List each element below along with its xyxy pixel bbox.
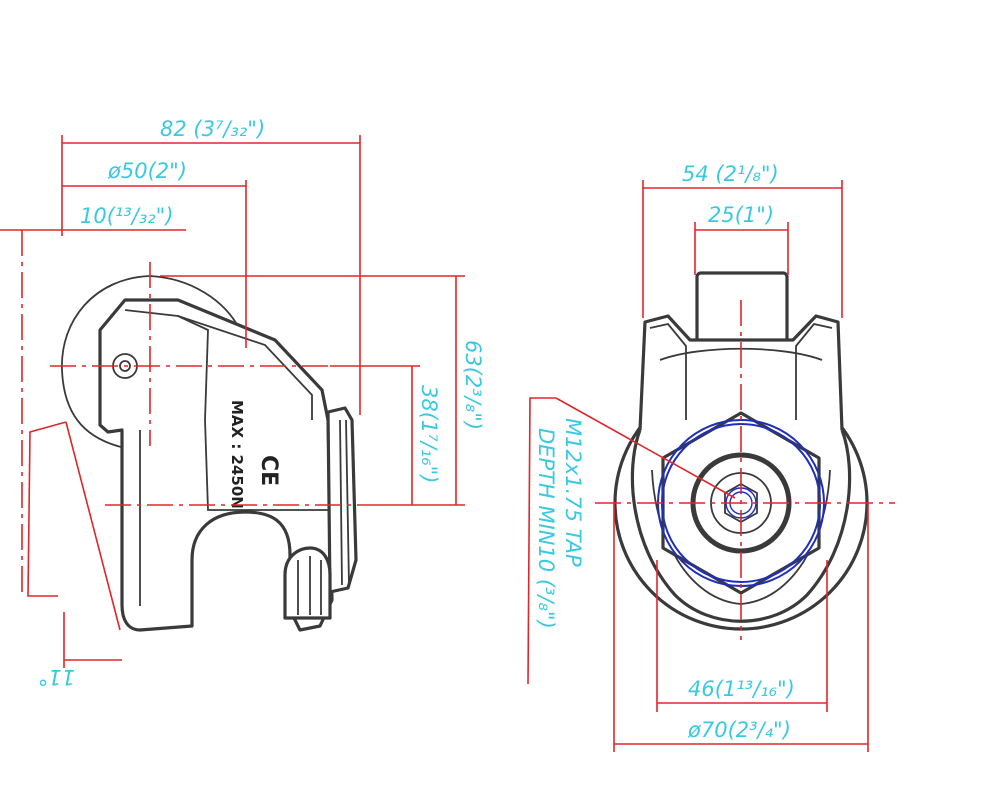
dim-38-label: 38(1⁷/₁₆") bbox=[417, 385, 441, 483]
dim-70-label: ø70(2³/₄") bbox=[687, 718, 791, 742]
dim-11-angle-line bbox=[65, 421, 121, 631]
dim-11-leader bbox=[27, 421, 67, 597]
dim-46-label: 46(1¹³/₁₆") bbox=[688, 677, 795, 701]
side-pivot-inner bbox=[119, 360, 131, 372]
dim-82-label: 82 (3⁷/₃₂") bbox=[160, 117, 265, 141]
tap-label-line1: M12x1.75 TAP bbox=[561, 418, 585, 567]
load-marking: MAX : 2450N bbox=[228, 400, 246, 509]
side-ball-outline bbox=[61, 275, 151, 449]
dim-54-label: 54 (2¹/₈") bbox=[682, 162, 779, 186]
front-view: 54 (2¹/₈") 25(1") 46(1¹³/₁₆") ø70(2³/₄")… bbox=[527, 162, 895, 752]
front-ear-left bbox=[649, 323, 687, 420]
side-stud-line bbox=[339, 419, 343, 586]
dim-50-label: ø50(2") bbox=[107, 159, 187, 183]
side-latch-contour bbox=[124, 309, 330, 511]
dim-63-label: 63(2³/₈") bbox=[461, 340, 485, 430]
dim-10-label: 10(¹³/₃₂") bbox=[80, 204, 174, 228]
front-top-block bbox=[695, 271, 789, 345]
side-view: CE MAX : 2450N 82 (3⁷/₃₂") ø50(2") 10(¹³… bbox=[0, 117, 485, 689]
side-ball-arc bbox=[149, 275, 241, 331]
side-stud-line bbox=[345, 419, 350, 586]
dim-11-label: 11° bbox=[38, 665, 75, 689]
tap-leader bbox=[527, 397, 736, 685]
front-ear-right bbox=[795, 323, 833, 420]
side-latch-arm bbox=[177, 315, 313, 420]
tap-label-line2: DEPTH MIN10 (³/₈") bbox=[534, 428, 558, 629]
side-release-knob bbox=[283, 546, 332, 620]
ce-marking: CE bbox=[256, 455, 281, 486]
dim-25-label: 25(1") bbox=[708, 203, 774, 227]
